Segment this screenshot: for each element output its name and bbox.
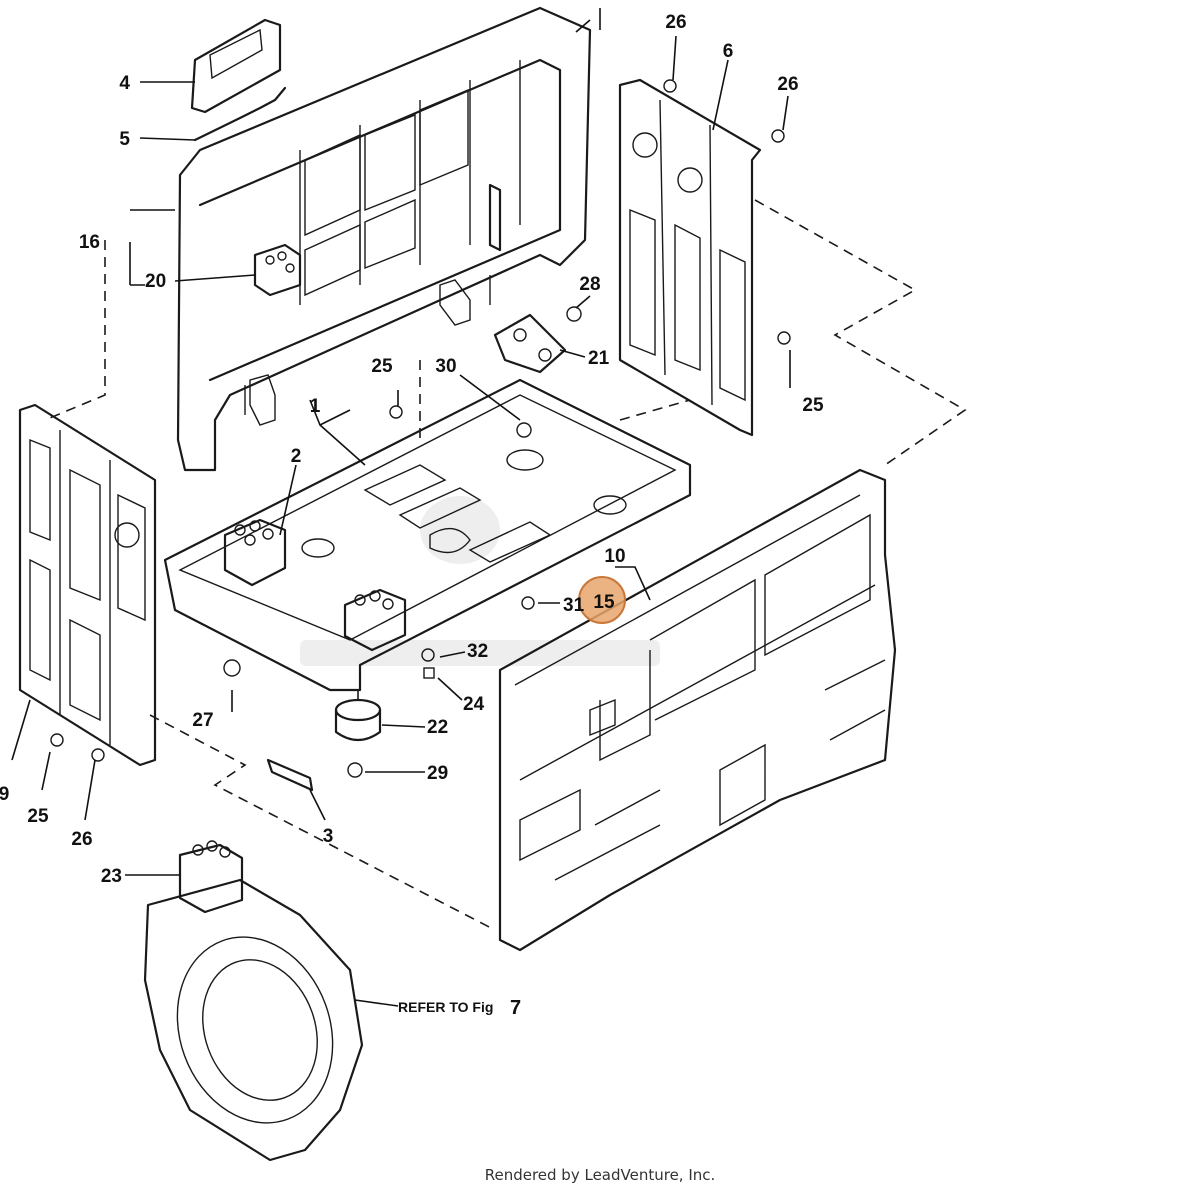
base-frame-part bbox=[163, 378, 692, 692]
hardware-fasteners bbox=[50, 79, 791, 778]
refer-text: REFER TO Fig bbox=[398, 999, 493, 1015]
callout-10[interactable]: 10 bbox=[604, 546, 625, 567]
callout-15[interactable]: 15 bbox=[593, 592, 615, 613]
callout-3[interactable]: 3 bbox=[323, 826, 334, 847]
connector-block-2b bbox=[343, 588, 407, 652]
callout-26-left[interactable]: 26 bbox=[71, 829, 92, 850]
callout-23[interactable]: 23 bbox=[101, 866, 122, 887]
fan-shroud-part bbox=[143, 840, 364, 1162]
callout-9[interactable]: 9 bbox=[0, 784, 9, 805]
watermark-logo bbox=[300, 496, 660, 666]
wire-part bbox=[193, 86, 287, 142]
front-panel-part bbox=[498, 468, 897, 952]
footer-credit: Rendered by LeadVenture, Inc. bbox=[484, 1166, 716, 1184]
callout-25-right[interactable]: 25 bbox=[802, 395, 824, 416]
refer-note: REFER TO Fig 7 bbox=[398, 997, 521, 1019]
callout-24[interactable]: 24 bbox=[463, 694, 485, 715]
callout-2[interactable]: 2 bbox=[291, 446, 302, 467]
callout-31[interactable]: 31 bbox=[563, 595, 585, 616]
rubber-mount-part bbox=[334, 698, 382, 742]
side-panel-left-part bbox=[18, 403, 157, 767]
callout-25-center[interactable]: 25 bbox=[371, 356, 393, 377]
callout-22[interactable]: 22 bbox=[427, 717, 448, 738]
callout-5[interactable]: 5 bbox=[119, 129, 130, 150]
callout-20[interactable]: 20 bbox=[145, 271, 166, 292]
gasket-bracket-part bbox=[493, 313, 567, 374]
callout-labels: 4 5 16 20 26 6 26 28 21 25 25 30 1 2 10 … bbox=[0, 12, 824, 887]
callout-21[interactable]: 21 bbox=[588, 348, 610, 369]
rear-panel-part bbox=[176, 6, 592, 472]
callout-6[interactable]: 6 bbox=[723, 41, 734, 62]
side-panel-right-part bbox=[618, 78, 762, 437]
callout-27[interactable]: 27 bbox=[192, 710, 213, 731]
connector-block-20 bbox=[253, 243, 302, 297]
bracket-3-part bbox=[266, 758, 314, 792]
callout-26-top[interactable]: 26 bbox=[665, 12, 686, 33]
vent-slots bbox=[554, 659, 886, 881]
callout-26-right[interactable]: 26 bbox=[777, 74, 798, 95]
callout-28[interactable]: 28 bbox=[579, 274, 600, 295]
refer-fig-number: 7 bbox=[510, 997, 521, 1019]
callout-25-left[interactable]: 25 bbox=[27, 806, 49, 827]
callout-32[interactable]: 32 bbox=[467, 641, 488, 662]
assembly-dashed-lines bbox=[44, 199, 967, 931]
callout-16[interactable]: 16 bbox=[79, 232, 100, 253]
callout-1[interactable]: 1 bbox=[310, 396, 321, 417]
callout-4[interactable]: 4 bbox=[119, 73, 130, 94]
connector-block-2 bbox=[223, 518, 287, 587]
callout-30[interactable]: 30 bbox=[435, 356, 456, 377]
highlight-marker[interactable] bbox=[578, 576, 626, 624]
callout-29[interactable]: 29 bbox=[427, 763, 448, 784]
cover-plate-part bbox=[190, 18, 282, 114]
leader-lines bbox=[11, 8, 791, 1007]
